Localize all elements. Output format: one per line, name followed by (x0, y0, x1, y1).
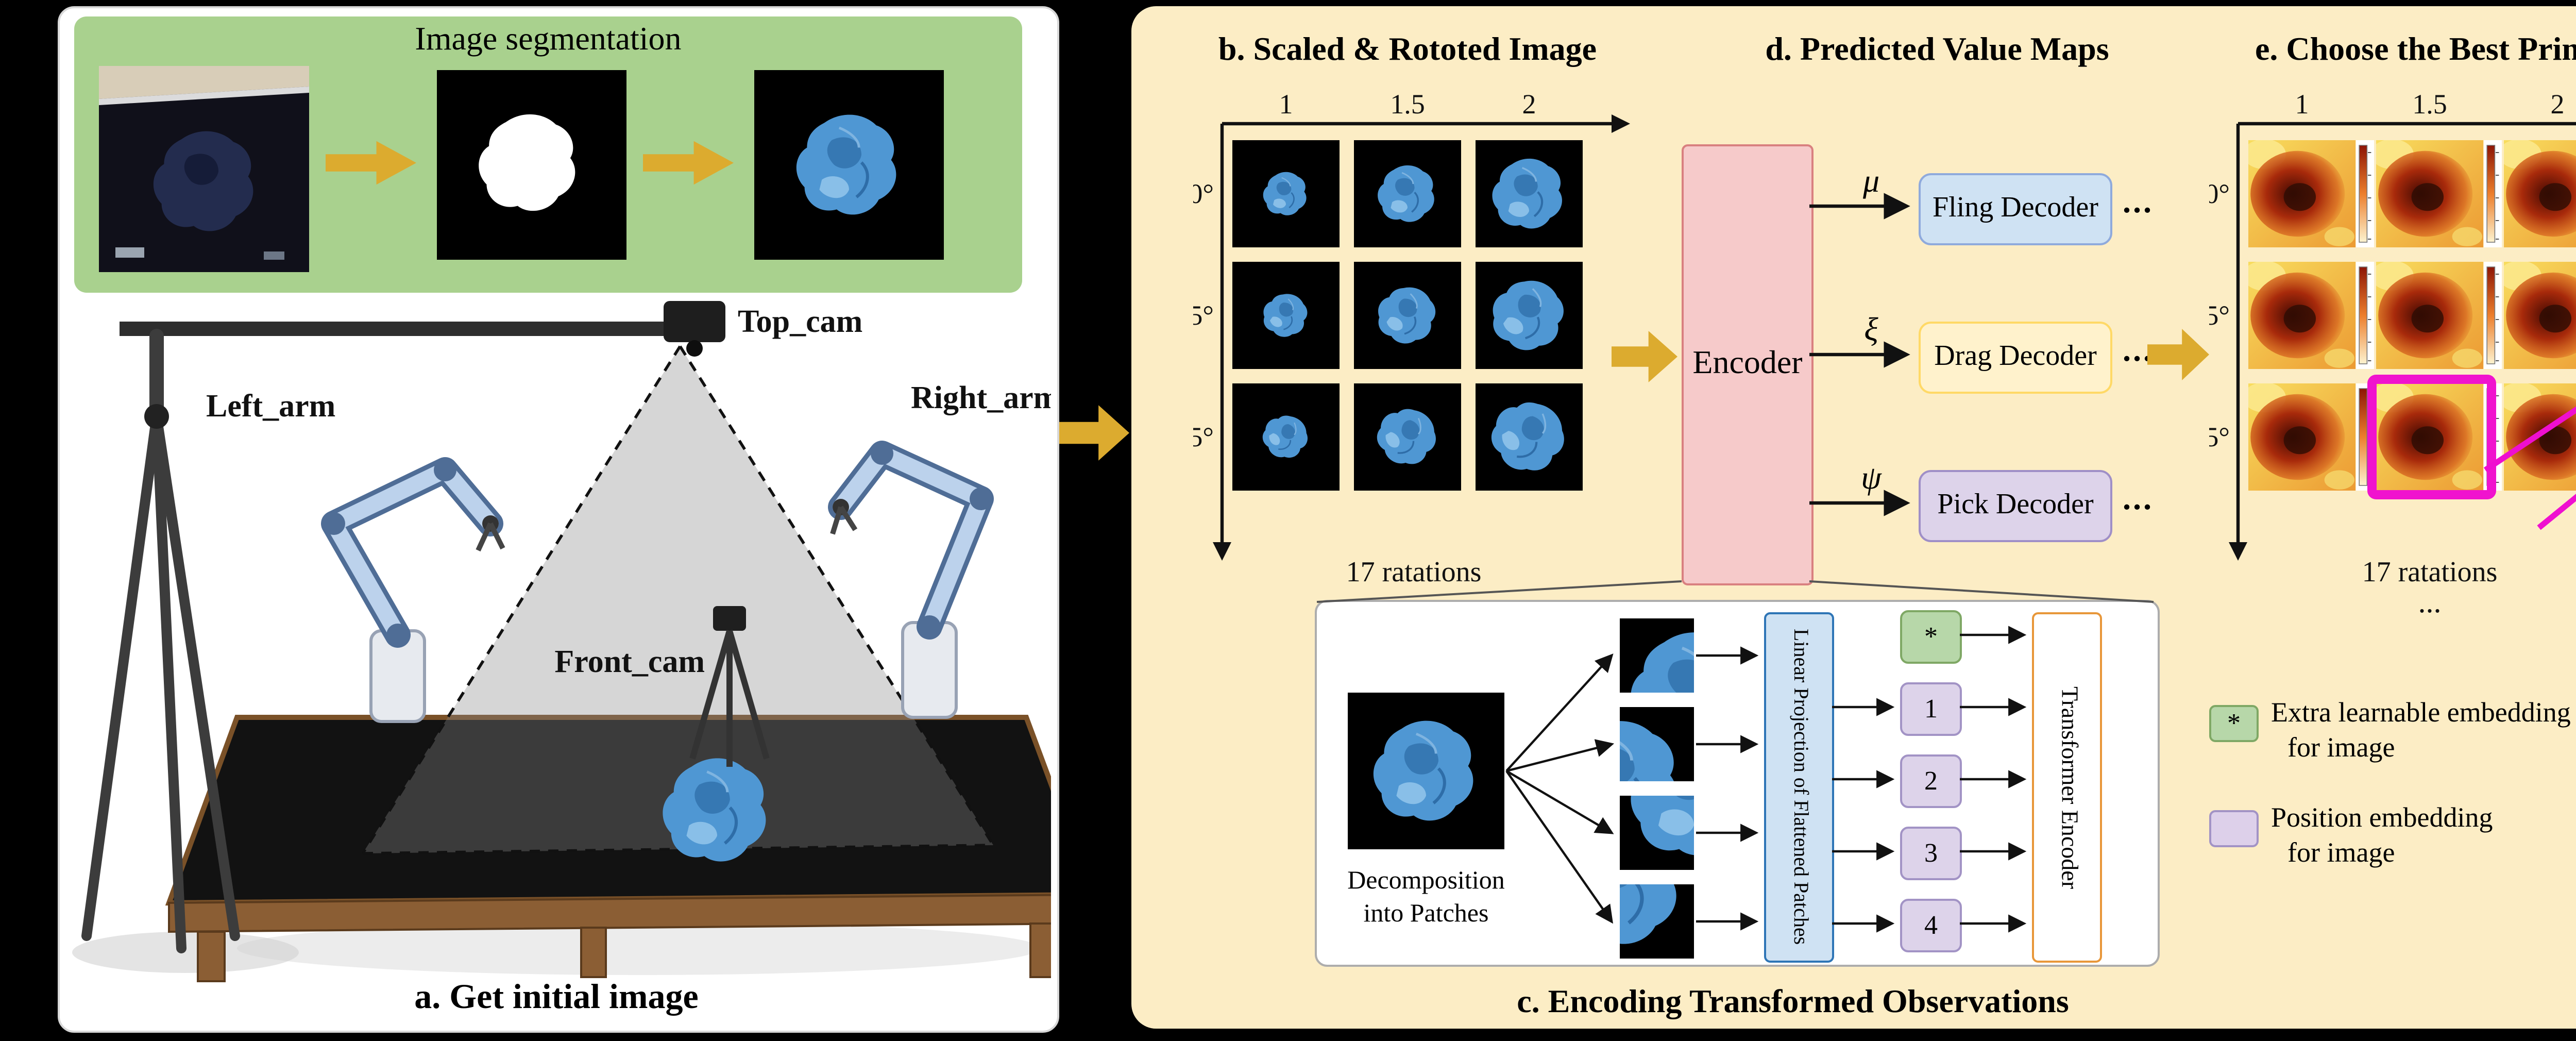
rotation-tick: 22.5° (1193, 300, 1214, 331)
segmentation-title: Image segmentation (415, 23, 682, 58)
transformer-encoder-label: Transformer Encoder (2056, 686, 2081, 889)
token-1: 1 (1900, 682, 1962, 736)
decomposition-label-line1: Decomposition (1347, 866, 1505, 895)
extra-embedding-text-line1: Extra learnable embedding (2271, 697, 2571, 728)
fling-decoder-label: Fling Decoder (1933, 193, 2098, 224)
left-robot-arm (321, 457, 505, 723)
decomposition-label-line2: into Patches (1363, 899, 1489, 928)
rotation-tick: 45° (2209, 422, 2230, 452)
position-embedding-swatch (2209, 810, 2259, 847)
extra-embedding-swatch: * (2209, 705, 2259, 742)
fling-decoder-box: Fling Decoder (1919, 173, 2112, 245)
rotation-tick: 0° (1193, 178, 1214, 209)
psi-symbol: ψ (1861, 462, 1882, 497)
rotation-tick: 22.5° (2209, 300, 2230, 331)
raw-photo-image (99, 66, 309, 272)
transformer-encoder-box: Transformer Encoder (2032, 612, 2102, 963)
right-robot-arm (828, 441, 994, 719)
top-camera-boom (120, 301, 725, 357)
drag-decoder-box: Drag Decoder (1919, 322, 2112, 394)
table (165, 715, 1051, 982)
pick-decoder-label: Pick Decoder (1937, 490, 2094, 520)
patch-4 (1620, 884, 1694, 959)
patch-2 (1620, 707, 1694, 781)
pick-decoder-box: Pick Decoder (1919, 470, 2112, 542)
scale-tick: 2 (1522, 91, 1536, 120)
patch-1 (1620, 618, 1694, 693)
flow-arrow-a-to-b (1059, 405, 1129, 461)
token-2: 2 (1900, 754, 1962, 808)
pick-ellipsis: ... (2123, 482, 2154, 517)
rotation-tick: 45° (1193, 422, 1214, 452)
rotation-tick: 0° (2209, 178, 2230, 209)
linear-projection-label: Linear Projection of Flattened Patches (1788, 629, 1811, 946)
drag-decoder-label: Drag Decoder (1934, 341, 2097, 372)
token-3: 3 (1900, 827, 1962, 880)
extra-embedding-symbol: * (2227, 707, 2241, 738)
front-camera (689, 606, 770, 767)
left-arm-label: Left_arm (206, 389, 335, 424)
grid-e-ellipsis: ... (2418, 585, 2442, 618)
encoder-box: Encoder (1682, 144, 1814, 585)
token-4: 4 (1900, 899, 1962, 952)
panel-d-title: d. Predicted Value Maps (1765, 33, 2109, 68)
camera-view-cone (361, 345, 995, 855)
panel-a-caption: a. Get initial image (414, 977, 699, 1016)
patch-3 (1620, 796, 1694, 870)
front-cam-label: Front_cam (554, 644, 705, 679)
value-map-grid: 1 1.5 2 0° 22.5° 45° 17 ratations ... (2209, 91, 2576, 618)
scale-tick: 2 (2551, 91, 2565, 120)
mask-image (437, 70, 626, 260)
grid-e-caption: 17 ratations (2362, 556, 2498, 588)
scaled-rotated-grid: 1 1.5 2 0° 22.5° 45° 17 ratations ... (1193, 91, 1630, 618)
extra-embedding-text-line2: for image (2287, 732, 2395, 763)
mu-symbol: μ (1862, 165, 1880, 200)
grid-b-caption: 17 ratations (1346, 556, 1482, 588)
scale-tick: 1.5 (1390, 91, 1425, 120)
fling-ellipsis: ... (2123, 186, 2154, 221)
xi-symbol: ξ (1864, 313, 1878, 348)
camera-tripod (81, 329, 240, 953)
top-cam-label: Top_cam (738, 304, 862, 339)
panel-b-title: b. Scaled & Rototed Image (1218, 33, 1597, 68)
scale-tick: 1 (1279, 91, 1293, 120)
segmented-cloth-image (754, 70, 944, 260)
encoder-label: Encoder (1692, 346, 1803, 381)
position-embedding-text-line1: Position embedding (2271, 802, 2493, 833)
panel-e-title: e. Choose the Best Primitive (2255, 33, 2576, 68)
right-arm-label: Right_arm (911, 380, 1051, 415)
cloth-variant-cells (1232, 140, 1583, 491)
value-map-cells (2243, 139, 2576, 491)
token-class: * (1900, 610, 1962, 664)
robot-scene-illustration: Top_cam Left_arm Right_arm Front_cam (72, 301, 1051, 982)
linear-projection-box: Linear Projection of Flattened Patches (1764, 612, 1834, 963)
scale-tick: 1 (2295, 91, 2309, 120)
drag-ellipsis: ... (2123, 334, 2154, 369)
decomposition-source-image (1348, 693, 1504, 849)
position-embedding-text-line2: for image (2287, 837, 2395, 868)
scale-tick: 1.5 (2412, 91, 2447, 120)
panel-c-caption: c. Encoding Transformed Observations (1517, 985, 2069, 1020)
